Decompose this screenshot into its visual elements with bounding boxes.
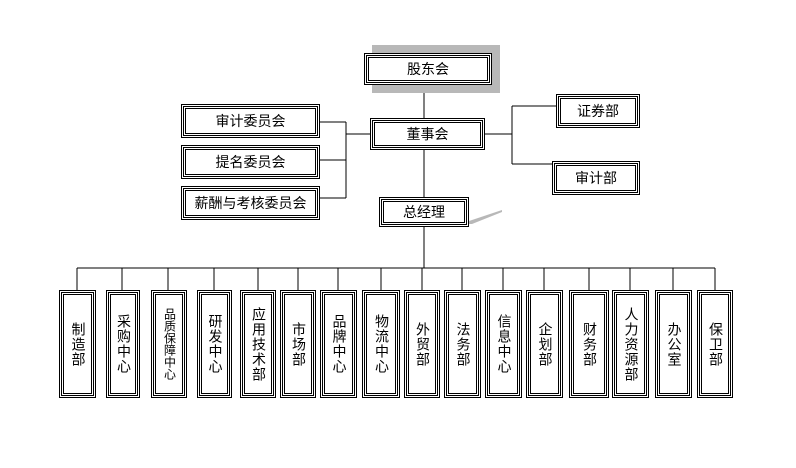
dept-it: 信息中心 [485, 290, 522, 398]
dept-manufacturing: 制造部 [59, 290, 96, 398]
dept-logistics-label: 物流中心 [373, 314, 389, 374]
dept-marketing-label: 市场部 [290, 321, 306, 367]
dept-rnd-label: 研发中心 [206, 314, 223, 374]
dept-legal: 法务部 [444, 290, 481, 398]
dept-rnd: 研发中心 [197, 290, 232, 398]
dept-quality: 品质保障中心 [151, 290, 187, 398]
dept-logistics: 物流中心 [362, 290, 400, 398]
dept-planning: 企划部 [526, 290, 563, 398]
committee-compensation-box: 薪酬与考核委员会 [181, 186, 320, 220]
audit-dept-box: 审计部 [552, 161, 640, 195]
dept-procurement: 采购中心 [106, 290, 140, 398]
dept-legal-label: 法务部 [454, 321, 471, 367]
securities-dept-box: 证券部 [556, 94, 640, 128]
general-manager-label: 总经理 [403, 205, 445, 221]
dept-office-label: 办公室 [665, 321, 682, 367]
gm-shadow-wedge [460, 210, 502, 224]
dept-app-tech-label: 应用技术部 [250, 306, 266, 382]
dept-security: 保卫部 [697, 290, 733, 398]
securities-dept-label: 证券部 [577, 104, 619, 120]
dept-manufacturing-label: 制造部 [69, 321, 86, 367]
board-label: 董事会 [406, 127, 449, 143]
dept-finance-label: 财务部 [581, 321, 597, 367]
dept-finance: 财务部 [569, 290, 609, 398]
dept-hr: 人力资源部 [612, 290, 649, 398]
committee-nomination-label: 提名委员会 [215, 155, 286, 171]
shareholders-label: 股东会 [407, 62, 449, 78]
dept-hr-label: 人力资源部 [622, 306, 639, 382]
committee-compensation-label: 薪酬与考核委员会 [194, 196, 307, 212]
dept-security-label: 保卫部 [707, 321, 723, 367]
dept-planning-label: 企划部 [536, 321, 553, 367]
dept-procurement-label: 采购中心 [115, 314, 131, 374]
committee-audit-label: 审计委员会 [215, 114, 286, 130]
committee-nomination-box: 提名委员会 [181, 145, 320, 179]
shareholders-box: 股东会 [364, 53, 492, 85]
board-box: 董事会 [370, 118, 485, 150]
dept-foreign-trade: 外贸部 [404, 290, 440, 398]
dept-app-tech: 应用技术部 [240, 290, 276, 398]
dept-quality-label: 品质保障中心 [162, 308, 177, 380]
dept-brand-label: 品牌中心 [330, 314, 347, 374]
dept-it-label: 信息中心 [495, 314, 512, 374]
dept-marketing: 市场部 [280, 290, 316, 398]
dept-brand: 品牌中心 [320, 290, 357, 398]
general-manager-box: 总经理 [379, 197, 469, 227]
dept-office: 办公室 [655, 290, 692, 398]
dept-foreign-trade-label: 外贸部 [414, 321, 430, 367]
audit-dept-label: 审计部 [575, 171, 617, 187]
committee-audit-box: 审计委员会 [181, 104, 320, 138]
